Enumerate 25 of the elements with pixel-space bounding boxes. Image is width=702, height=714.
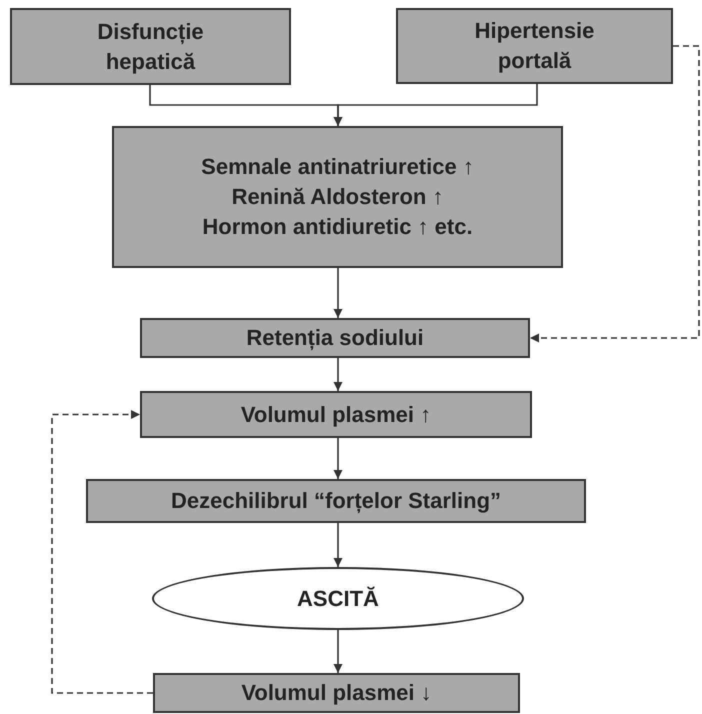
dashed-arrow	[530, 45, 700, 342]
arrow	[334, 438, 342, 479]
process-box	[10, 8, 291, 85]
node-label: Retenția sodiului	[245, 324, 425, 352]
dashed-arrow	[51, 410, 153, 694]
process-box	[153, 673, 520, 713]
process-box	[86, 479, 586, 523]
process-box	[140, 318, 530, 358]
node-label: Renină Aldosteron ↑	[230, 183, 444, 212]
process-box	[140, 391, 532, 438]
node-label: Hipertensie portală	[474, 17, 596, 75]
arrow	[334, 268, 342, 318]
node-label: Disfuncție hepatică	[96, 18, 205, 76]
arrow	[334, 523, 342, 567]
arrow	[334, 630, 342, 673]
node-label: Volumul plasmei ↑	[240, 400, 432, 429]
arrow	[334, 84, 538, 126]
node-label: Hormon antidiuretic ↑ etc.	[201, 212, 474, 241]
node-label: Dezechilibrul “forțelor Starling”	[170, 487, 502, 516]
node-label: ASCITĂ	[296, 584, 380, 613]
process-box	[112, 126, 563, 268]
arrow	[334, 358, 342, 391]
node-label: Semnale antinatriuretice ↑	[200, 153, 475, 182]
node-label: Volumul plasmei ↓	[240, 679, 433, 708]
process-box	[396, 8, 673, 84]
